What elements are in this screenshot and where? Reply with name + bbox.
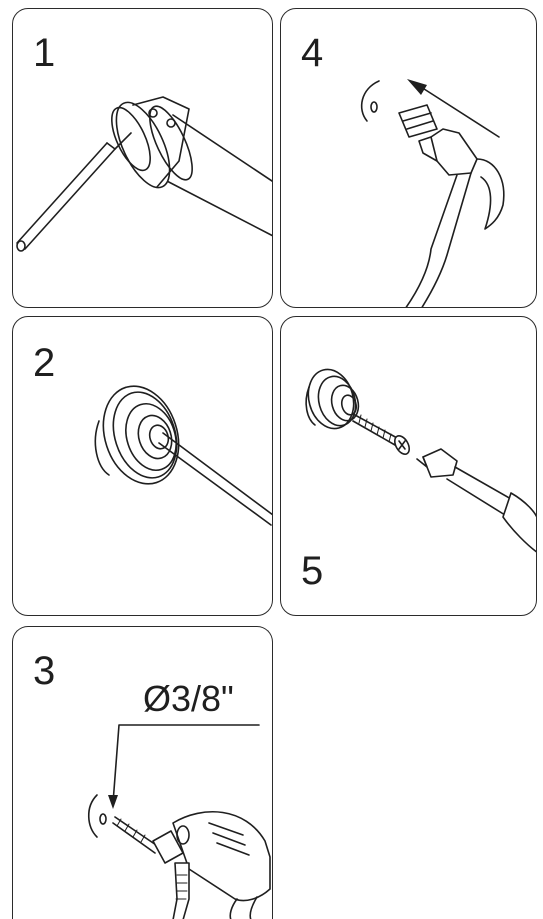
step-1-panel: 1 xyxy=(12,8,273,308)
drilling-illustration xyxy=(87,724,271,919)
step-5-panel: 5 xyxy=(280,316,537,616)
hex-key-tightening-illustration xyxy=(16,96,272,252)
step-5-number: 5 xyxy=(301,549,324,593)
step-3-number: 3 xyxy=(33,649,56,693)
step-4-number: 4 xyxy=(301,31,324,75)
step-1-number: 1 xyxy=(33,31,56,75)
hammer-anchor-illustration xyxy=(360,79,505,307)
step-4-panel: 4 xyxy=(280,8,537,308)
step-3-panel: 3 Ø3/8" xyxy=(12,626,273,919)
step-2-panel: 2 xyxy=(12,316,273,616)
screw-mounting-illustration xyxy=(305,368,536,553)
step-2-number: 2 xyxy=(33,341,56,385)
screwdriver-flange-illustration xyxy=(94,385,272,526)
drill-diameter-label: Ø3/8" xyxy=(143,678,234,719)
